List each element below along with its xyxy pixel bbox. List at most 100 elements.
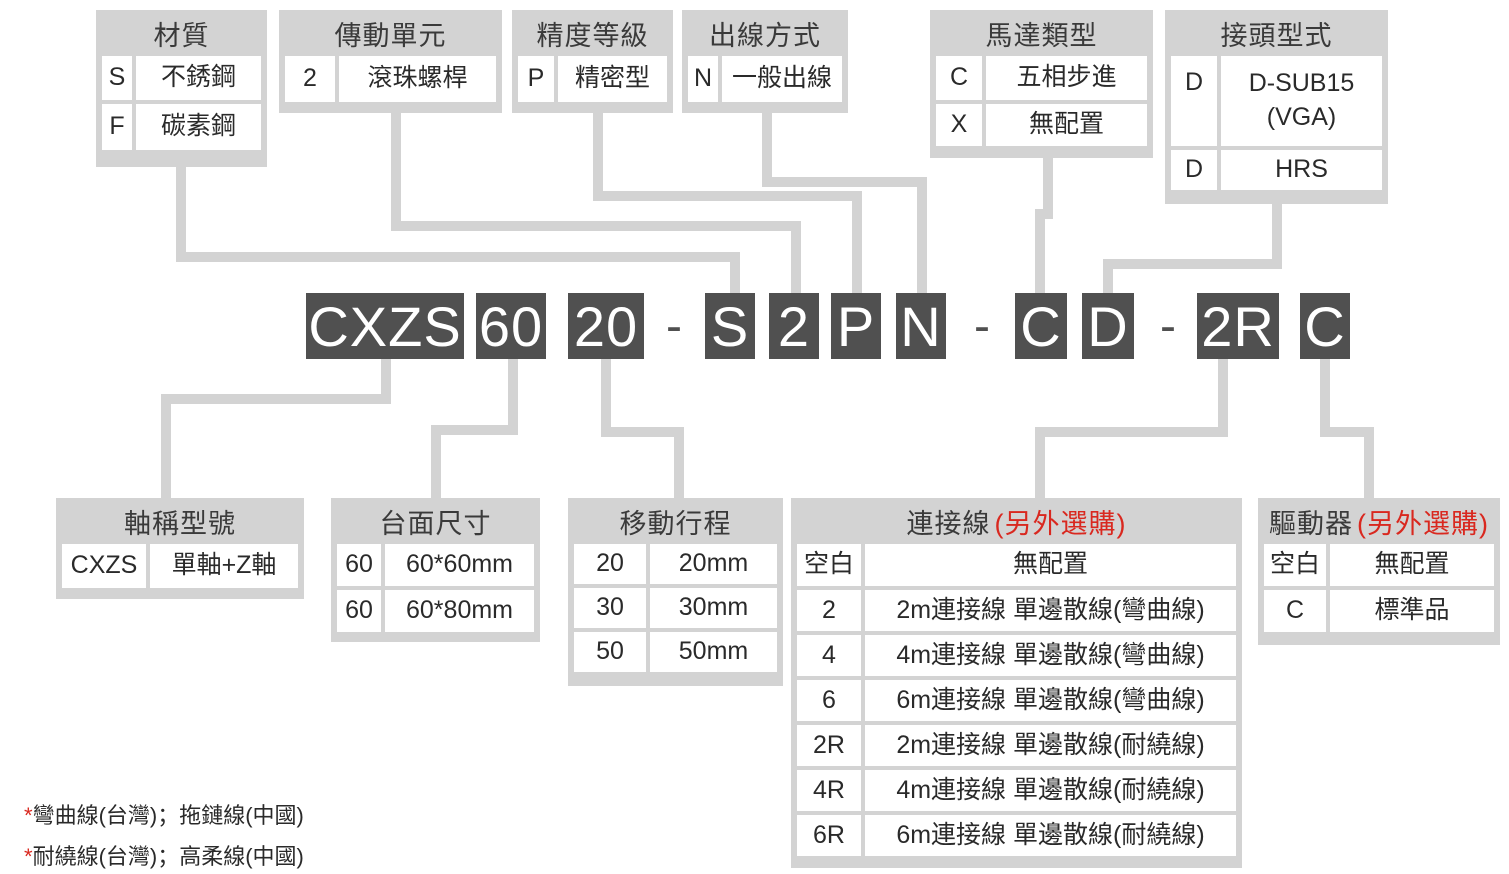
motor-desc: 五相步進 <box>986 56 1147 100</box>
stroke-desc: 50mm <box>650 632 777 672</box>
driver-desc: 標準品 <box>1330 590 1494 632</box>
stroke-desc: 20mm <box>650 544 777 584</box>
cable-desc: 無配置 <box>865 544 1236 586</box>
stroke-desc: 30mm <box>650 588 777 628</box>
code-segment-precision: P <box>831 293 881 359</box>
axis-panel: 軸稱型號 CXZS 單軸+Z軸 <box>56 498 304 599</box>
cable-code: 2R <box>797 725 861 766</box>
table-code: 60 <box>337 544 381 586</box>
cable-desc: 6m連接線 單邊散線(耐繞線) <box>865 815 1236 856</box>
code-segment-outlet: N <box>896 293 946 359</box>
precision-title: 精度等級 <box>536 20 649 51</box>
drive-panel: 傳動單元 2 滾珠螺桿 <box>279 10 502 113</box>
connector-row: D HRS <box>1171 150 1382 190</box>
stroke-title: 移動行程 <box>619 508 732 539</box>
material-row: S 不銹鋼 <box>102 56 261 100</box>
material-code: F <box>102 104 132 150</box>
axis-title: 軸稱型號 <box>124 508 236 539</box>
driver-title: 驅動器 (另外選購) <box>1258 498 1500 544</box>
code-segment-drive: 2 <box>769 293 819 359</box>
cable-row: 2R 2m連接線 單邊散線(耐繞線) <box>797 725 1236 766</box>
stroke-row: 20 20mm <box>574 544 777 584</box>
cable-title: 連接線 (另外選購) <box>791 498 1242 544</box>
driver-desc: 無配置 <box>1330 544 1494 586</box>
code-segment-cable: 2R <box>1197 293 1279 359</box>
connector-desc: HRS <box>1221 150 1382 190</box>
drive-row: 2 滾珠螺桿 <box>285 56 496 102</box>
motor-row: X 無配置 <box>936 104 1147 146</box>
cable-row: 2 2m連接線 單邊散線(彎曲線) <box>797 590 1236 631</box>
connector-code: D <box>1171 150 1217 190</box>
motor-panel: 馬達類型 C 五相步進 X 無配置 <box>930 10 1153 158</box>
axis-row: CXZS 單軸+Z軸 <box>62 544 298 588</box>
precision-panel: 精度等級 P 精密型 <box>512 10 673 113</box>
cable-panel: 連接線 (另外選購) 空白 無配置 2 2m連接線 單邊散線(彎曲線) 4 4m… <box>791 498 1242 868</box>
code-segment-stroke: 20 <box>568 293 644 359</box>
driver-code: 空白 <box>1264 544 1326 586</box>
connector-desc-line1: D-SUB15 <box>1248 69 1355 98</box>
connector-desc: D-SUB15 (VGA) <box>1221 56 1382 146</box>
footnote-star: * <box>24 803 33 828</box>
cable-code: 6 <box>797 680 861 721</box>
driver-code: C <box>1264 590 1326 632</box>
cable-optional-note: (另外選購) <box>994 508 1127 539</box>
code-separator: - <box>1160 299 1176 353</box>
cable-code: 4R <box>797 770 861 811</box>
table-row: 60 60*60mm <box>337 544 534 586</box>
footnote-text: 耐繞線(台灣)；高柔線(中國) <box>32 844 304 869</box>
material-desc: 不銹鋼 <box>136 56 261 100</box>
cable-code: 6R <box>797 815 861 856</box>
material-panel: 材質 S 不銹鋼 F 碳素鋼 <box>96 10 267 167</box>
material-row: F 碳素鋼 <box>102 104 261 150</box>
cable-row: 空白 無配置 <box>797 544 1236 586</box>
code-segment-motor: C <box>1015 293 1067 359</box>
footnote-flex-cable: *耐繞線(台灣)；高柔線(中國) <box>24 839 304 871</box>
table-row: 60 60*80mm <box>337 590 534 632</box>
motor-row: C 五相步進 <box>936 56 1147 100</box>
motor-code: X <box>936 104 982 146</box>
footnote-bend-cable: *彎曲線(台灣)；拖鏈線(中國) <box>24 798 304 830</box>
driver-row: 空白 無配置 <box>1264 544 1494 586</box>
motor-desc: 無配置 <box>986 104 1147 146</box>
stroke-row: 30 30mm <box>574 588 777 628</box>
driver-panel: 驅動器 (另外選購) 空白 無配置 C 標準品 <box>1258 498 1500 645</box>
drive-desc: 滾珠螺桿 <box>339 56 496 102</box>
cable-row: 4 4m連接線 單邊散線(彎曲線) <box>797 635 1236 676</box>
material-code: S <box>102 56 132 100</box>
cable-desc: 4m連接線 單邊散線(彎曲線) <box>865 635 1236 676</box>
cable-desc: 4m連接線 單邊散線(耐繞線) <box>865 770 1236 811</box>
material-title: 材質 <box>153 20 210 51</box>
drive-code: 2 <box>285 56 335 102</box>
axis-desc: 單軸+Z軸 <box>150 544 298 588</box>
stroke-row: 50 50mm <box>574 632 777 672</box>
footnote-text: 彎曲線(台灣)；拖鏈線(中國) <box>32 803 304 828</box>
code-separator: - <box>666 299 682 353</box>
drive-title: 傳動單元 <box>334 20 447 51</box>
outlet-desc: 一般出線 <box>722 56 842 102</box>
cable-desc: 2m連接線 單邊散線(彎曲線) <box>865 590 1236 631</box>
stroke-panel: 移動行程 20 20mm 30 30mm 50 50mm <box>568 498 783 686</box>
outlet-panel: 出線方式 N 一般出線 <box>682 10 848 113</box>
code-segment-connector: D <box>1082 293 1134 359</box>
driver-optional-note: (另外選購) <box>1357 508 1489 539</box>
cable-row: 6 6m連接線 單邊散線(彎曲線) <box>797 680 1236 721</box>
precision-code: P <box>518 56 554 102</box>
driver-title-text: 驅動器 <box>1269 508 1353 539</box>
table-code: 60 <box>337 590 381 632</box>
cable-code: 4 <box>797 635 861 676</box>
cable-title-text: 連接線 <box>906 508 991 539</box>
cable-code: 2 <box>797 590 861 631</box>
outlet-title: 出線方式 <box>709 20 821 51</box>
footnote-star: * <box>24 844 33 869</box>
table-panel: 台面尺寸 60 60*60mm 60 60*80mm <box>331 498 540 642</box>
connector-row: D D-SUB15 (VGA) <box>1171 56 1382 146</box>
table-desc: 60*80mm <box>385 590 534 632</box>
motor-code: C <box>936 56 982 100</box>
cable-row: 4R 4m連接線 單邊散線(耐繞線) <box>797 770 1236 811</box>
outlet-code: N <box>688 56 718 102</box>
motor-title: 馬達類型 <box>985 20 1098 51</box>
table-title: 台面尺寸 <box>379 508 492 539</box>
driver-row: C 標準品 <box>1264 590 1494 632</box>
precision-desc: 精密型 <box>558 56 667 102</box>
